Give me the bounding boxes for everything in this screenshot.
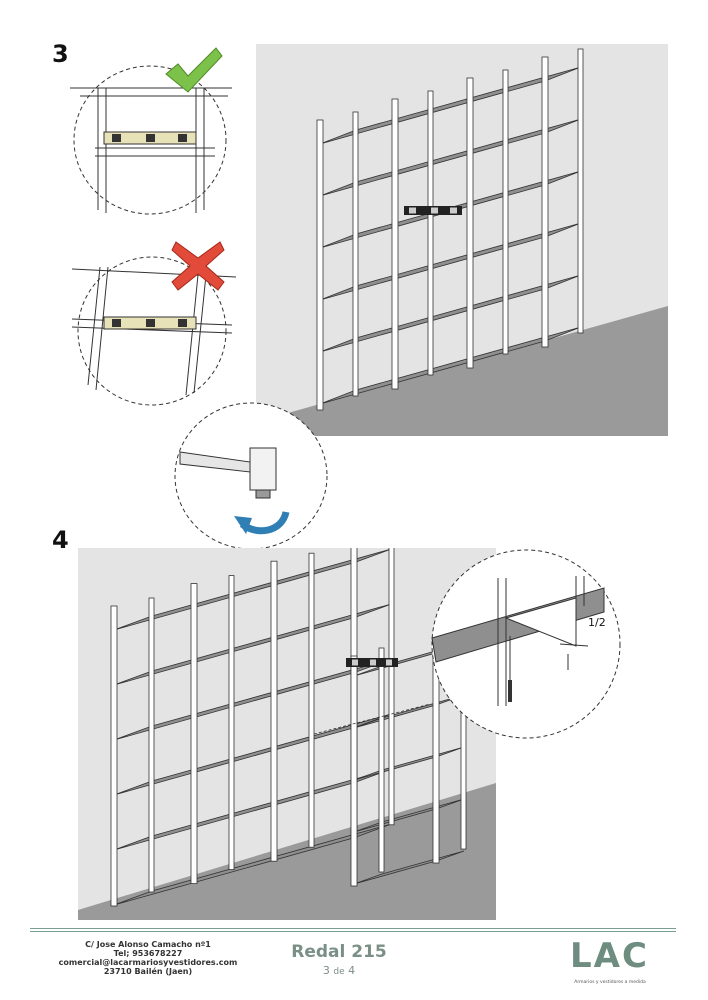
- fraction-label: 1/2: [588, 616, 606, 629]
- footer-divider-thin: [30, 931, 676, 932]
- step4-main-post: [228, 575, 235, 871]
- step4-main-post: [110, 605, 118, 907]
- logo-letters: LAC: [570, 936, 649, 976]
- spirit-level-icon: [103, 316, 197, 330]
- joint-detail: 1/2: [428, 546, 624, 742]
- product-title: Redal 215: [291, 942, 387, 962]
- step3-post: [352, 111, 359, 397]
- step-4-number: 4: [52, 526, 69, 554]
- step-3-number: 3: [52, 40, 69, 68]
- cross-icon: [170, 240, 226, 292]
- page-number: 3 de 4: [280, 964, 398, 977]
- step4-main-post: [388, 548, 395, 826]
- spirit-level-on-shelf: [346, 658, 398, 667]
- step3-post: [577, 48, 584, 334]
- phone-line: Tel; 953678227: [113, 949, 183, 958]
- step3-post: [427, 90, 434, 376]
- step4-added-post: [378, 647, 385, 873]
- step3-post: [502, 69, 509, 355]
- company-address: C/ Jose Alonso Camacho nº1 Tel; 95367822…: [58, 940, 238, 976]
- spirit-level-on-shelf: [404, 206, 462, 215]
- step4-main-post: [308, 552, 315, 848]
- address-line: C/ Jose Alonso Camacho nº1: [85, 940, 211, 949]
- page-total: 4: [348, 964, 356, 977]
- step4-main-post: [270, 560, 278, 862]
- level-correct-detail: [60, 50, 240, 220]
- city-line: 23710 Bailén (Jaen): [103, 967, 193, 976]
- page-de: de: [333, 967, 345, 977]
- step4-main-post: [190, 583, 198, 884]
- foot-adjust-detail: [172, 400, 330, 552]
- step3-shelving-illustration: [256, 44, 668, 436]
- spirit-level-icon: [103, 131, 197, 145]
- step4-shelving-illustration: [78, 548, 496, 920]
- page-current: 3: [322, 964, 330, 977]
- step3-post: [391, 98, 399, 390]
- company-logo: LAC Armarios y vestidores a medida: [560, 936, 660, 992]
- step4-scene: [78, 548, 496, 920]
- step3-post: [466, 77, 474, 369]
- rotate-arrow-icon: [234, 510, 290, 535]
- logo-tagline: Armarios y vestidores a medida: [574, 980, 646, 985]
- step3-post: [316, 119, 324, 411]
- check-icon: [164, 46, 224, 96]
- step3-post: [541, 56, 549, 348]
- footer-divider: [30, 928, 676, 929]
- step4-main-post: [148, 597, 155, 893]
- step4-added-post: [350, 655, 358, 887]
- level-incorrect-detail: [60, 245, 240, 410]
- email-line: comercial@lacarmariosyvestidores.com: [58, 958, 238, 967]
- step3-scene: [256, 44, 668, 436]
